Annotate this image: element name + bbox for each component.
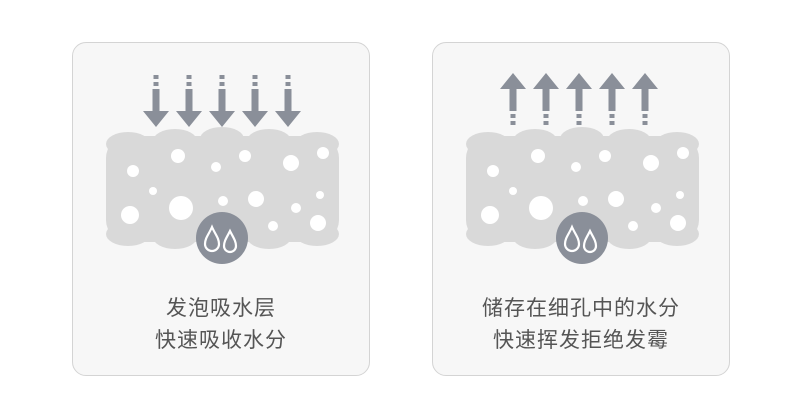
down-arrow-icon [275,75,301,127]
release-card: 储存在细孔中的水分 快速挥发拒绝发霉 [432,42,730,376]
release-illustration [433,43,731,283]
down-arrow-icon [242,75,268,127]
down-arrow-icon [209,75,235,127]
up-arrow-icon [599,73,625,125]
up-arrow-icon [632,73,658,125]
down-arrow-icon [176,75,202,127]
water-drops-icon [196,212,248,264]
up-arrow-icon [533,73,559,125]
absorb-illustration [73,43,371,283]
absorb-card: 发泡吸水层 快速吸收水分 [72,42,370,376]
absorb-caption-line2: 快速吸收水分 [73,325,369,355]
up-arrows [500,73,658,125]
down-arrows [143,75,301,127]
water-drops-icon [556,212,608,264]
up-arrow-icon [500,73,526,125]
up-arrow-icon [566,73,592,125]
release-caption-line2: 快速挥发拒绝发霉 [433,325,729,355]
absorb-caption-line1: 发泡吸水层 [73,293,369,323]
release-caption-line1: 储存在细孔中的水分 [433,293,729,323]
down-arrow-icon [143,75,169,127]
